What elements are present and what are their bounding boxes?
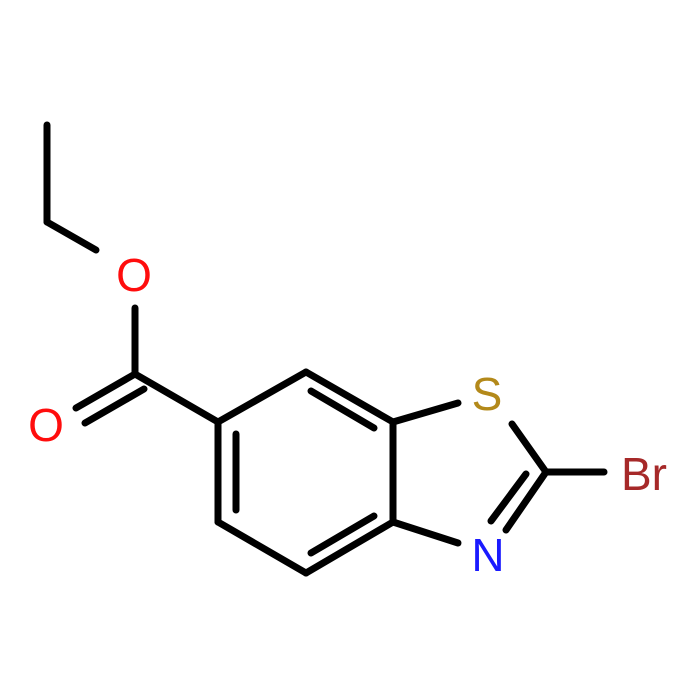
atom-o-ester: O [116, 249, 152, 301]
atom-n: N [471, 529, 504, 581]
bond-carbonyl-c-ring [131, 370, 222, 426]
bond-benzene-inner-2 [307, 512, 378, 557]
bond-c2-n-double-outer [502, 468, 550, 534]
bond-benzene-c3a-c4 [302, 518, 397, 577]
bond-benzene-c4-c5 [214, 518, 310, 577]
bond-carbonyl-double-outer [72, 370, 139, 412]
bond-benzene-inner-1 [307, 387, 378, 432]
bond-c7a-s [389, 399, 462, 426]
bond-benzene-c6-c7 [214, 368, 310, 426]
bond-ethyl-ch2-o [43, 218, 100, 254]
atom-o-carbonyl: O [28, 399, 64, 451]
bond-c2-n-double-inner [487, 470, 530, 525]
bond-s-c2 [508, 420, 550, 476]
bond-benzene-c7-c7a [302, 368, 397, 426]
atom-s: S [472, 368, 503, 420]
bond-c3a-n [389, 518, 462, 547]
atom-br: Br [621, 448, 667, 500]
bond-carbonyl-double-inner [81, 385, 148, 427]
